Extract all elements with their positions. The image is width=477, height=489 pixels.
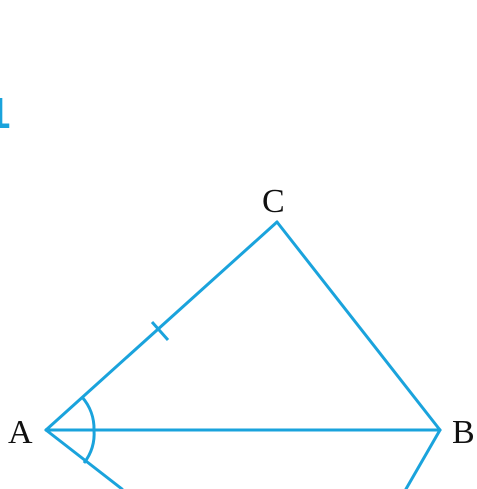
equal-length-tick <box>150 321 170 341</box>
edge-b-lower <box>404 428 442 489</box>
edge-a-lower <box>44 428 124 489</box>
heading-fragment: 1 <box>0 89 10 138</box>
angle-arc-lower <box>82 429 96 464</box>
angle-arc-upper <box>80 396 96 431</box>
vertex-label-b: B <box>452 414 475 451</box>
vertex-label-c: C <box>262 183 285 220</box>
edge-ac <box>44 220 279 432</box>
vertex-label-a: A <box>8 414 33 451</box>
edge-cb <box>275 220 442 432</box>
